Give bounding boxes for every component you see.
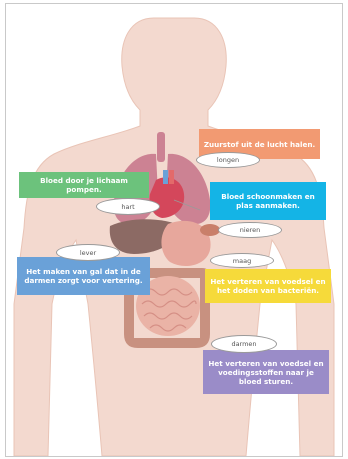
stomach-label-text: maag	[233, 257, 251, 265]
intestines-function-text: Het verteren van voedsel en voedingsstof…	[207, 359, 325, 386]
lungs-label: longen	[196, 152, 260, 168]
aorta-red	[169, 170, 174, 184]
stomach-function-box: Het verteren van voedsel en het doden va…	[205, 269, 331, 303]
stomach-function-text: Het verteren van voedsel en het doden va…	[209, 277, 327, 295]
stomach-label: maag	[210, 253, 274, 268]
heart-function-box: Bloed door je lichaam pompen.	[19, 172, 149, 198]
heart-label-text: hart	[121, 203, 134, 211]
diagram-frame: Zuurstof uit de lucht halen. Bloed door …	[5, 3, 343, 457]
intestines-label-text: darmen	[231, 340, 256, 348]
kidneys-label: nieren	[218, 222, 282, 238]
kidneys-function-box: Bloed schoonmaken en plas aanmaken.	[210, 182, 326, 220]
liver-function-text: Het maken van gal dat in de darmen zorgt…	[21, 267, 146, 285]
kidneys-function-text: Bloed schoonmaken en plas aanmaken.	[214, 192, 322, 210]
liver-label: lever	[56, 244, 120, 261]
liver-function-box: Het maken van gal dat in de darmen zorgt…	[17, 257, 150, 295]
aorta-blue	[163, 170, 168, 184]
lungs-function-text: Zuurstof uit de lucht halen.	[204, 140, 315, 149]
intestines-function-box: Het verteren van voedsel en voedingsstof…	[203, 350, 329, 394]
heart-function-text: Bloed door je lichaam pompen.	[23, 176, 145, 194]
intestines-label: darmen	[211, 335, 277, 353]
heart-label: hart	[96, 198, 160, 215]
liver-label-text: lever	[80, 249, 96, 257]
lungs-label-text: longen	[217, 156, 239, 164]
trachea	[157, 132, 165, 162]
kidneys-label-text: nieren	[240, 226, 261, 234]
kidney-organ	[200, 224, 220, 236]
